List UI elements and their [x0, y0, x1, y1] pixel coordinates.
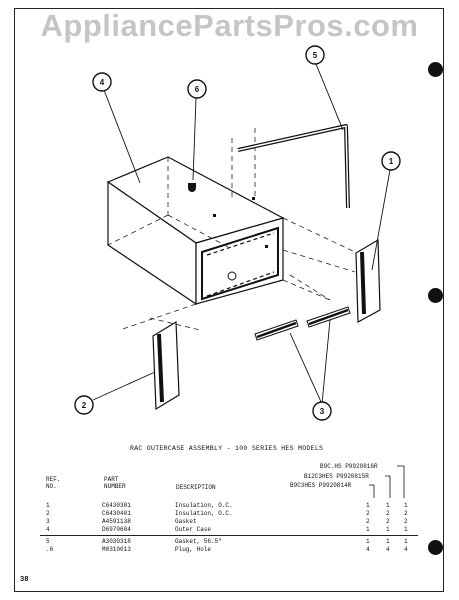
callout-6 — [187, 79, 207, 99]
quantity-cell: 2 — [386, 518, 390, 525]
quantity-cell: 1 — [366, 538, 370, 545]
table-row: .6 M0310013 Plug, Hole 4 4 4 — [40, 546, 420, 554]
description-cell: Plug, Hole — [175, 546, 212, 553]
model-heading: B12C3HES P9920815R — [304, 473, 369, 480]
quantity-cell: 2 — [404, 510, 408, 517]
table-row: 2 C6430401 Insulation, O.C. 2 2 2 — [40, 510, 420, 518]
quantity-cell: 1 — [366, 502, 370, 509]
model-heading: B9C.HS P9920816R — [320, 463, 378, 470]
diagram-caption: RAC OUTERCASE ASSEMBLY - 100 SERIES HES … — [130, 445, 324, 452]
hole-dot — [227, 271, 237, 281]
table-divider — [40, 535, 418, 536]
outer-case — [106, 156, 285, 306]
quantity-cell: 2 — [366, 510, 370, 517]
ref-cell: 3 — [46, 518, 50, 525]
ref-cell: 4 — [46, 526, 50, 533]
quantity-cell: 1 — [386, 538, 390, 545]
gasket-bars — [254, 306, 351, 341]
hidden-lines — [107, 128, 356, 331]
callout-label-6: 6 — [195, 85, 200, 94]
page-number: 38 — [20, 576, 29, 584]
part-number-cell: A3030318 — [102, 538, 131, 545]
case-opening — [201, 226, 279, 301]
description-cell: Outer Case — [175, 526, 212, 533]
quantity-cell: 1 — [366, 526, 370, 533]
quantity-cell: 1 — [404, 538, 408, 545]
quantity-cell: 1 — [404, 502, 408, 509]
ref-cell: 1 — [46, 502, 50, 509]
callout-label-5: 5 — [313, 51, 318, 60]
callout-5 — [305, 45, 325, 65]
quantity-cell: 2 — [386, 510, 390, 517]
callout-circles — [74, 45, 401, 421]
quantity-cell: 1 — [386, 526, 390, 533]
page-border — [14, 8, 444, 592]
description-cell: Gasket — [175, 518, 197, 525]
model-heading: B9C3HES P9920814R — [290, 482, 352, 489]
callout-label-4: 4 — [100, 78, 105, 87]
ref-cell: .6 — [46, 546, 54, 553]
quantity-cell: 1 — [386, 502, 390, 509]
callout-label-1: 1 — [389, 157, 394, 166]
header-part: PART NUMBER — [104, 476, 126, 490]
quantity-cell: 4 — [366, 546, 370, 553]
part-number-cell: M0310013 — [102, 546, 131, 553]
hole-dot — [213, 214, 216, 217]
punch-hole — [428, 288, 443, 303]
quantity-cell: 2 — [404, 518, 408, 525]
callout-label-3: 3 — [320, 407, 325, 416]
quantity-cell: 4 — [386, 546, 390, 553]
table-row: 4 D6970604 Outer Case 1 1 1 — [40, 526, 420, 534]
hole-dot — [265, 245, 268, 248]
ref-cell: 2 — [46, 510, 50, 517]
callout-3 — [312, 401, 332, 421]
part-number-cell: D6970604 — [102, 526, 131, 533]
quantity-cell: 1 — [404, 526, 408, 533]
header-description: DESCRIPTION — [176, 484, 216, 491]
punch-hole — [428, 540, 443, 555]
part-number-cell: A4591138 — [102, 518, 131, 525]
quantity-cell: 4 — [404, 546, 408, 553]
leader-lines — [92, 63, 391, 405]
table-row: 1 C6430301 Insulation, O.C. 1 1 1 — [40, 502, 420, 510]
description-cell: Insulation, O.C. — [175, 510, 233, 517]
part-number-cell: C6430401 — [102, 510, 131, 517]
callout-2 — [74, 395, 94, 415]
description-cell: Insulation, O.C. — [175, 502, 233, 509]
table-row: 5 A3030318 Gasket, 56.5" 1 1 1 — [40, 538, 420, 546]
insulation-pad-left — [152, 320, 180, 411]
header-ref: REF. NO. — [46, 476, 61, 490]
quantity-cell: 2 — [366, 518, 370, 525]
punch-hole — [428, 62, 443, 77]
part-number-cell: C6430301 — [102, 502, 131, 509]
description-cell: Gasket, 56.5" — [175, 538, 222, 545]
ref-cell: 5 — [46, 538, 50, 545]
hole-dot — [252, 197, 255, 200]
callout-4 — [92, 72, 112, 92]
callout-label-2: 2 — [82, 401, 87, 410]
table-row: 3 A4591138 Gasket 2 2 2 — [40, 518, 420, 526]
watermark: AppliancePartsPros.com — [40, 8, 419, 43]
callout-1 — [381, 151, 401, 171]
